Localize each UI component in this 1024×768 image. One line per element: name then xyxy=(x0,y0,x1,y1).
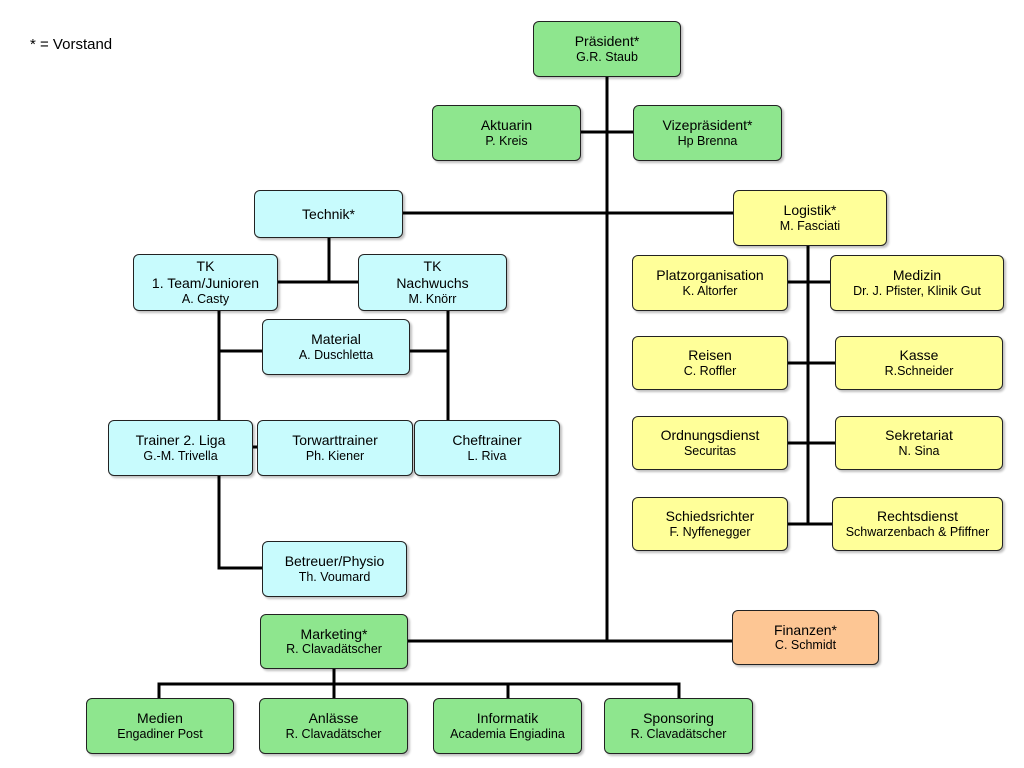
node-aktuarin[interactable]: Aktuarin P. Kreis xyxy=(432,105,581,161)
node-title: Torwarttrainer xyxy=(292,432,378,449)
node-person: Schwarzenbach & Pfiffner xyxy=(845,524,990,539)
node-title: TK xyxy=(196,258,215,275)
node-person: R. Clavadätscher xyxy=(285,726,382,741)
node-cheftrainer[interactable]: Cheftrainer L. Riva xyxy=(414,420,560,476)
node-title: Cheftrainer xyxy=(452,432,522,449)
node-title: Schiedsrichter xyxy=(665,508,755,525)
node-tk-team-junioren[interactable]: TK 1. Team/Junioren A. Casty xyxy=(133,254,278,311)
node-title: Material xyxy=(311,331,361,348)
node-title: Aktuarin xyxy=(480,117,533,134)
node-trainer-2-liga[interactable]: Trainer 2. Liga G.-M. Trivella xyxy=(108,420,253,476)
node-person: Academia Engiadina xyxy=(450,726,565,741)
node-anlaesse[interactable]: Anlässe R. Clavadätscher xyxy=(259,698,408,754)
node-sponsoring[interactable]: Sponsoring R. Clavadätscher xyxy=(604,698,753,754)
node-title: Sponsoring xyxy=(643,710,714,727)
node-person: Hp Brenna xyxy=(677,133,738,148)
node-material[interactable]: Material A. Duschletta xyxy=(262,319,410,375)
node-marketing[interactable]: Marketing* R. Clavadätscher xyxy=(260,614,408,669)
node-informatik[interactable]: Informatik Academia Engiadina xyxy=(433,698,582,754)
node-title: Sekretariat xyxy=(885,427,953,444)
node-title: Platzorganisation xyxy=(656,267,764,284)
node-title: Ordnungsdienst xyxy=(660,427,760,444)
node-title: TK xyxy=(423,258,442,275)
node-title: Marketing* xyxy=(300,625,368,642)
legend-vorstand: * = Vorstand xyxy=(30,36,113,53)
node-sekretariat[interactable]: Sekretariat N. Sina xyxy=(835,416,1003,470)
node-platzorganisation[interactable]: Platzorganisation K. Altorfer xyxy=(632,255,788,311)
node-title: Medizin xyxy=(892,267,942,284)
node-medizin[interactable]: Medizin Dr. J. Pfister, Klinik Gut xyxy=(830,255,1004,311)
node-person: A. Duschletta xyxy=(298,347,374,362)
node-title: Reisen xyxy=(688,347,732,364)
node-person: M. Knörr xyxy=(408,291,457,306)
node-person: Th. Voumard xyxy=(298,569,371,584)
node-title: Rechtsdienst xyxy=(877,508,958,525)
node-person: R. Clavadätscher xyxy=(630,726,727,741)
node-subtitle: 1. Team/Junioren xyxy=(151,275,260,291)
node-schiedsrichter[interactable]: Schiedsrichter F. Nyffenegger xyxy=(632,497,788,551)
node-kasse[interactable]: Kasse R.Schneider xyxy=(835,336,1003,390)
node-person: A. Casty xyxy=(181,291,230,306)
node-title: Informatik xyxy=(476,710,539,727)
node-betreuer-physio[interactable]: Betreuer/Physio Th. Voumard xyxy=(262,541,407,597)
node-medien[interactable]: Medien Engadiner Post xyxy=(86,698,234,754)
node-person: Dr. J. Pfister, Klinik Gut xyxy=(853,283,981,298)
node-person: Engadiner Post xyxy=(117,726,203,741)
node-person: C. Schmidt xyxy=(774,638,837,653)
node-title: Vizepräsident* xyxy=(662,117,753,134)
node-logistik[interactable]: Logistik* M. Fasciati xyxy=(733,190,887,246)
node-person: K. Altorfer xyxy=(682,283,738,298)
node-technik[interactable]: Technik* xyxy=(254,190,403,238)
node-finanzen[interactable]: Finanzen* C. Schmidt xyxy=(732,610,879,665)
node-rechtsdienst[interactable]: Rechtsdienst Schwarzenbach & Pfiffner xyxy=(832,497,1003,551)
node-person: G.R. Staub xyxy=(576,49,638,64)
node-person: Ph. Kiener xyxy=(305,448,365,463)
node-subtitle: Nachwuchs xyxy=(396,275,469,291)
node-title: Anlässe xyxy=(308,710,359,727)
node-title: Technik* xyxy=(302,205,355,222)
node-tk-nachwuchs[interactable]: TK Nachwuchs M. Knörr xyxy=(358,254,507,311)
node-person: P. Kreis xyxy=(485,133,528,148)
node-person: R.Schneider xyxy=(884,363,954,378)
node-title: Medien xyxy=(137,710,183,727)
node-title: Finanzen* xyxy=(773,621,838,638)
node-vizepraesident[interactable]: Vizepräsident* Hp Brenna xyxy=(633,105,782,161)
node-person: G.-M. Trivella xyxy=(143,448,218,463)
node-person: Securitas xyxy=(683,443,737,458)
node-person: L. Riva xyxy=(467,448,507,463)
node-person: C. Roffler xyxy=(683,363,737,378)
node-title: Präsident* xyxy=(574,33,640,50)
node-ordnungsdienst[interactable]: Ordnungsdienst Securitas xyxy=(632,416,788,470)
node-title: Trainer 2. Liga xyxy=(135,432,226,449)
node-person: N. Sina xyxy=(898,443,940,458)
node-title: Kasse xyxy=(899,347,939,364)
node-reisen[interactable]: Reisen C. Roffler xyxy=(632,336,788,390)
node-person: R. Clavadätscher xyxy=(286,642,382,657)
node-person: M. Fasciati xyxy=(779,218,841,233)
node-praesident[interactable]: Präsident* G.R. Staub xyxy=(533,21,681,77)
node-title: Betreuer/Physio xyxy=(284,553,385,570)
node-person: F. Nyffenegger xyxy=(669,524,751,539)
node-title: Logistik* xyxy=(783,202,837,219)
node-torwarttrainer[interactable]: Torwarttrainer Ph. Kiener xyxy=(257,420,413,476)
